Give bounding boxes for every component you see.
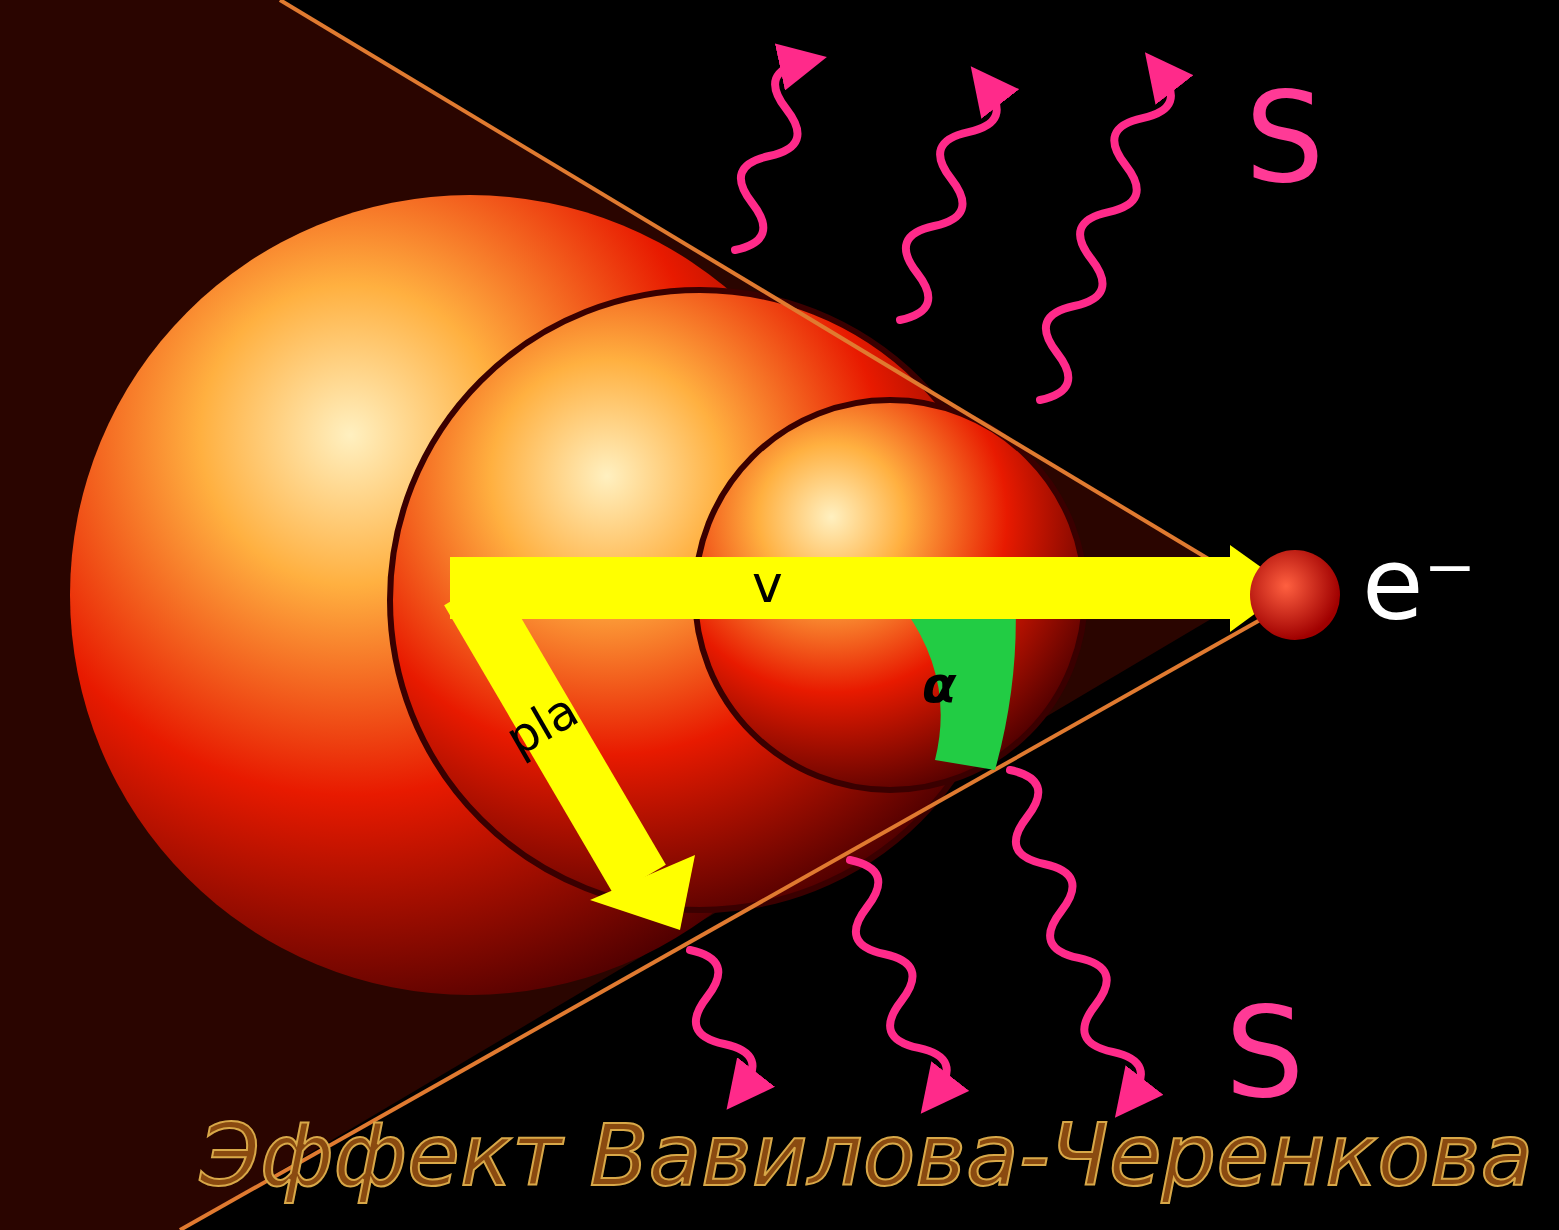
cone-line (280, 0, 1260, 590)
electron (1250, 550, 1340, 640)
radiation-wave (831, 853, 954, 1102)
cone-fill (0, 0, 1260, 1230)
velocity-arrow (450, 557, 1230, 619)
arrow-head (590, 855, 695, 930)
radiation-wave (881, 78, 1004, 327)
title: Эффект Вавилова-Черенкова (200, 1112, 1533, 1198)
angle-label: α (922, 660, 956, 710)
electron-label: e⁻ (1362, 535, 1476, 635)
wave-arrow (470, 590, 640, 880)
radiation-label: S (1245, 75, 1324, 200)
radiation-wave (991, 763, 1148, 1106)
radiation-wave (1021, 64, 1178, 407)
velocity-label: v (752, 558, 783, 610)
radiation-label: S (1225, 990, 1304, 1115)
radiation-wave (716, 55, 822, 257)
radiation-wave (671, 943, 760, 1098)
